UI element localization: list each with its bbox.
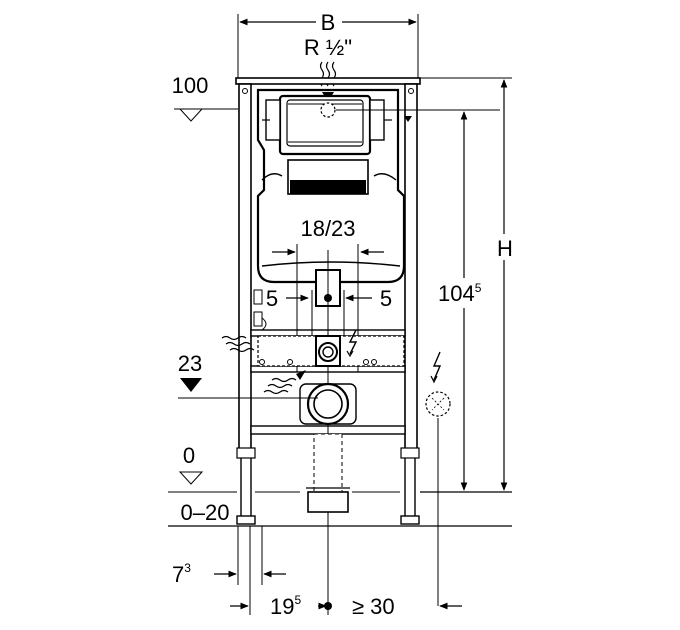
height-104-dimension: 1045 [432,111,498,491]
cistern [256,88,412,307]
level-top-label: 100 [172,73,209,98]
water-supply-icon-lower [263,370,306,395]
height-h-dimension: H [420,77,516,491]
electric-connection-marker [425,351,451,606]
min-clearance-label: ≥ 30 [352,594,395,619]
width-label: B [321,10,336,35]
drain-icon [299,382,357,513]
electric-supply-icon [346,329,358,358]
height-value-label: 1045 [438,281,482,306]
connection-zone [253,289,405,367]
height-label: H [497,236,513,261]
level-mid-label: 23 [178,351,202,376]
level-23-marker: 23 [178,351,318,399]
offset-right-label: 5 [380,286,392,311]
width-dimension: B R ½" [237,8,419,80]
spacing-dimension: 18/23 [272,216,384,372]
water-inlet-icon [221,335,255,353]
connection-label: R ½" [304,35,352,60]
water-connection-marker [320,102,500,118]
level-100-marker: 100 [172,73,238,122]
offset-left-label: 5 [266,286,278,311]
level-zero-label: 0 [183,443,195,468]
depth-7-dimension: 73 [172,526,286,587]
depth-bottom-dimensions: 195 ≥ 30 [230,526,462,619]
spacing-label: 18/23 [300,216,355,241]
depth-a-label: 73 [172,561,191,587]
depth-b-label: 195 [270,593,301,619]
floor-level-0: 0 0–20 [168,443,512,527]
floor-range-label: 0–20 [181,500,230,525]
offset-dimensions: 5 5 [266,286,392,340]
